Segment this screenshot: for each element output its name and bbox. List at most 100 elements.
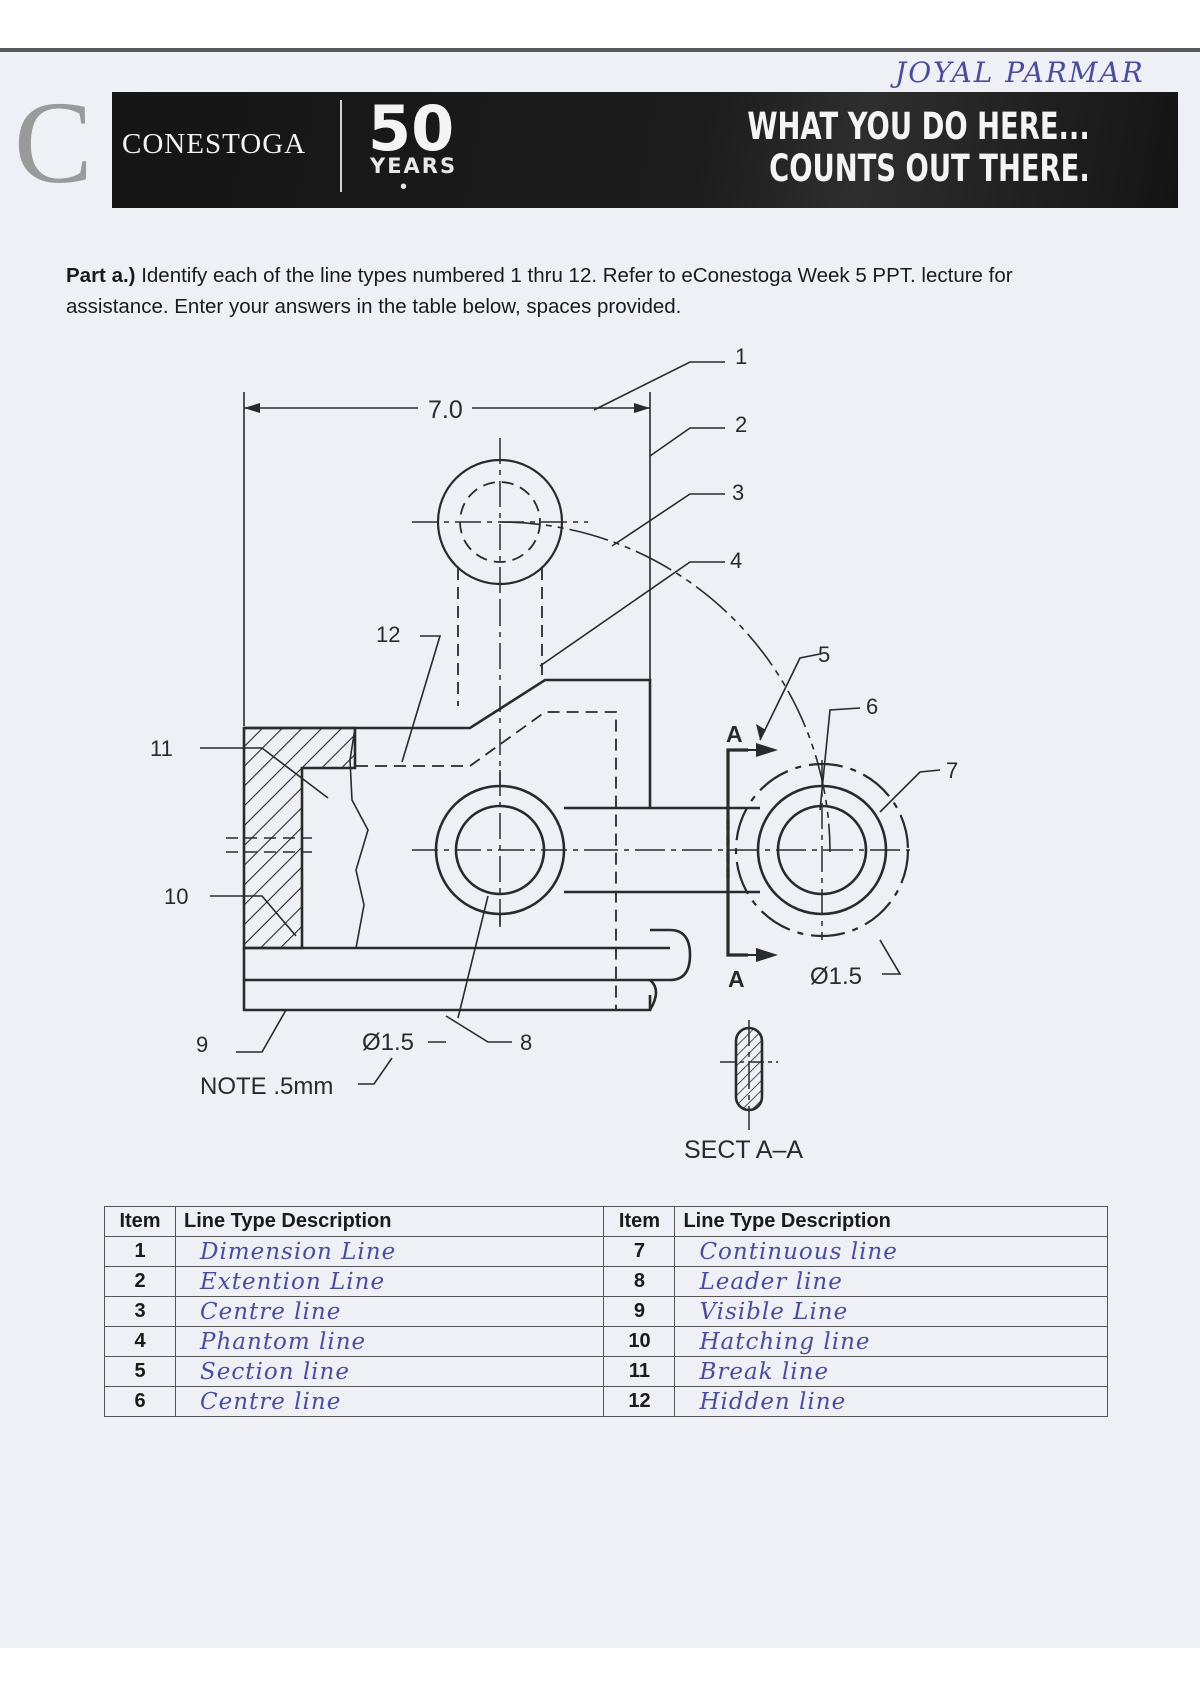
- header-item-left: Item: [104, 1206, 176, 1237]
- table-row: 4 Phantom line 10 Hatching line: [104, 1326, 1108, 1357]
- right-item: 7: [603, 1236, 676, 1267]
- instructions: Part a.) Identify each of the line types…: [66, 260, 1106, 322]
- section-letter-bottom: A: [728, 966, 745, 992]
- table-row: 3 Centre line 9 Visible Line: [104, 1296, 1108, 1327]
- left-item: 2: [104, 1266, 176, 1297]
- callout-11: 11: [150, 736, 173, 761]
- leader-10: [210, 895, 297, 937]
- leader-3: [611, 493, 725, 547]
- section-shape: [734, 1026, 764, 1112]
- leader-4: [539, 561, 725, 667]
- instructions-text: Identify each of the line types numbered…: [66, 264, 1013, 318]
- banner-divider: [340, 100, 342, 192]
- callout-4: 4: [730, 548, 742, 573]
- leader-5: [759, 653, 821, 741]
- break-line: [349, 727, 369, 949]
- callout-6: 6: [866, 694, 878, 719]
- page-top-margin: [0, 0, 1200, 50]
- left-item: 3: [104, 1296, 176, 1327]
- right-answer: Hidden line: [674, 1386, 1108, 1417]
- section-letter-top: A: [726, 721, 743, 747]
- body-top-outline: [244, 678, 652, 808]
- left-item: 6: [104, 1386, 176, 1417]
- body-hidden-line: [356, 711, 617, 1010]
- section-title: SECT A–A: [684, 1136, 803, 1164]
- leader-7: [879, 769, 941, 813]
- slogan: WHAT YOU DO HERE... COUNTS OUT THERE.: [748, 106, 1090, 190]
- leader-8: [445, 1015, 512, 1043]
- slogan-line-1: WHAT YOU DO HERE...: [747, 105, 1090, 148]
- header-banner: CONESTOGA 50 YEARS • WHAT YOU DO HERE...…: [112, 92, 1178, 208]
- leader-2: [649, 427, 725, 457]
- left-item: 5: [104, 1356, 176, 1387]
- right-item: 8: [603, 1266, 676, 1297]
- anniversary-dot: •: [400, 176, 408, 198]
- left-answer: Dimension Line: [174, 1236, 605, 1267]
- part-label: Part a.): [66, 264, 136, 287]
- author-name: JOYAL PARMAR: [895, 56, 1145, 89]
- leader-12: [401, 635, 442, 763]
- base-lug: [650, 928, 692, 982]
- callout-5: 5: [818, 642, 830, 667]
- leader-5-arrow: [756, 724, 766, 740]
- leader-8b: [457, 895, 489, 1019]
- dimension-arrow-left: [244, 403, 260, 413]
- leader-1: [593, 361, 725, 411]
- left-answer: Centre line: [174, 1386, 605, 1417]
- left-answer: Phantom line: [174, 1326, 605, 1357]
- dimension-arrow-right: [634, 403, 650, 413]
- table-row: 6 Centre line 12 Hidden line: [104, 1386, 1108, 1417]
- callout-12: 12: [376, 622, 400, 647]
- anniversary-number: 50: [368, 92, 455, 165]
- cutting-plane-arrow-bottom: [756, 948, 778, 962]
- callout-8: 8: [520, 1030, 532, 1055]
- right-item: 11: [603, 1356, 676, 1387]
- anniversary-word: YEARS: [370, 154, 458, 178]
- answer-table: Item Line Type Description Item Line Typ…: [104, 1206, 1108, 1417]
- right-answer: Hatching line: [674, 1326, 1108, 1357]
- right-item: 12: [603, 1386, 676, 1417]
- phantom-arc: [499, 521, 831, 853]
- right-item: 9: [603, 1296, 676, 1327]
- leader-11: [200, 747, 329, 799]
- right-answer: Continuous line: [674, 1236, 1108, 1267]
- header-description-left: Line Type Description: [174, 1206, 605, 1237]
- callout-numbers: 1 2 3 4 5 6 7 8 9 10 11 12: [150, 344, 958, 1057]
- left-item: 1: [104, 1236, 176, 1267]
- slogan-line-2: COUNTS OUT THERE.: [769, 147, 1090, 190]
- leaders: [200, 361, 941, 1085]
- table-row: 1 Dimension Line 7 Continuous line: [104, 1236, 1108, 1267]
- left-answer: Extention Line: [174, 1266, 605, 1297]
- callout-9: 9: [196, 1032, 208, 1057]
- callout-1: 1: [735, 344, 747, 369]
- header-item-right: Item: [603, 1206, 676, 1237]
- leader-dia-right: [879, 939, 902, 975]
- scan-edge: [0, 48, 1200, 52]
- right-answer: Leader line: [674, 1266, 1108, 1297]
- answer-table-header: Item Line Type Description Item Line Typ…: [104, 1206, 1108, 1237]
- conestoga-c-logo: C: [14, 77, 93, 208]
- brand-name: CONESTOGA: [122, 128, 307, 160]
- callout-10: 10: [164, 884, 188, 909]
- diameter-small: Ø1.5: [362, 1029, 414, 1056]
- diameter-right: Ø1.5: [810, 963, 862, 990]
- cutting-plane-line: [726, 748, 748, 957]
- leader-note: [358, 1057, 393, 1085]
- dimension-text: 7.0: [428, 396, 463, 424]
- cutting-plane-arrow-top: [756, 743, 778, 757]
- hatched-section: [242, 726, 357, 950]
- callout-3: 3: [732, 480, 744, 505]
- right-item: 10: [603, 1326, 676, 1357]
- right-answer: Break line: [674, 1356, 1108, 1387]
- leader-9: [236, 1009, 287, 1053]
- right-answer: Visible Line: [674, 1296, 1108, 1327]
- callout-7: 7: [946, 758, 958, 783]
- callout-2: 2: [735, 412, 747, 437]
- table-row: 2 Extention Line 8 Leader line: [104, 1266, 1108, 1297]
- left-item: 4: [104, 1326, 176, 1357]
- left-answer: Centre line: [174, 1296, 605, 1327]
- note-text: NOTE .5mm: [200, 1073, 333, 1100]
- left-answer: Section line: [174, 1356, 605, 1387]
- header-description-right: Line Type Description: [674, 1206, 1108, 1237]
- leader-6: [819, 707, 861, 811]
